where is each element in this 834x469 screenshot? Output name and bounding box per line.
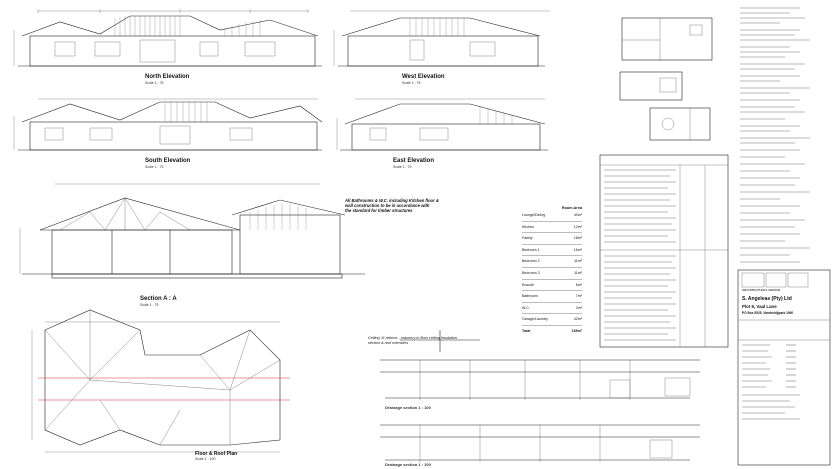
room-area-table: Room Area Lounge/Dining 40m² Kitchen 12m² … [522, 206, 582, 337]
room-area-rows: Lounge/Dining 40m² Kitchen 12m² Family 18m²… [522, 210, 582, 337]
room-name: Kitchen [522, 224, 534, 229]
east-elevation-title: East Elevation [393, 158, 435, 164]
detail-plans-drawing [619, 17, 713, 141]
schedule-table-drawing [599, 154, 729, 348]
north-elevation-scale: Scale 1 : 75 [145, 81, 164, 85]
room-name: Ensuite [522, 282, 534, 287]
floor-roof-plan-scale: Scale 1 : 100 [195, 457, 216, 461]
room-area: 165m² [571, 328, 582, 333]
section-aa-scale: Scale 1 : 75 [140, 303, 159, 307]
east-elevation-scale: Scale 1 : 75 [393, 165, 412, 169]
specification-notes-drawing [740, 7, 810, 263]
south-elevation-drawing [13, 98, 323, 151]
room-name: Total [522, 328, 531, 333]
room-name: Bedroom 1 [522, 247, 540, 252]
table-row: Bedroom 1 16m² [522, 245, 582, 257]
room-name: Bathroom [522, 294, 538, 299]
table-row: Total 165m² [522, 326, 582, 337]
ceiling-note: Ceiling ‘A’ returns - masonry to floor c… [368, 336, 457, 345]
room-area-header: Room Area [561, 206, 582, 210]
north-elevation-title: North Elevation [145, 74, 190, 80]
room-area: 42m² [573, 317, 582, 322]
room-area: 16m² [573, 247, 582, 252]
company-name: S. Angeleas (Pty) Ltd [742, 296, 792, 302]
room-name: Lounge/Dining [522, 213, 546, 217]
room-name: Bedroom 2 [522, 259, 540, 264]
room-area: 2m² [575, 305, 582, 310]
drainage-section-2-title: Drainage section 1 : 100 [385, 462, 431, 467]
west-elevation-scale: Scale 1 : 75 [402, 81, 421, 85]
table-row: Family 18m² [522, 233, 582, 245]
section-aa-drawing [19, 183, 365, 279]
table-row: Bedroom 3 11m² [522, 268, 582, 280]
table-row: W.C. 2m² [522, 303, 582, 315]
section-construction-note: All Bathrooms & W.C. including Kitchen f… [345, 198, 439, 213]
room-area: 40m² [573, 213, 582, 217]
room-area: 11m² [574, 259, 582, 264]
north-elevation-drawing [13, 9, 322, 67]
floor-roof-plan-title: Floor & Roof Plan [195, 451, 238, 457]
table-row: Bedroom 2 11m² [522, 256, 582, 268]
west-elevation-title: West Elevation [402, 74, 445, 80]
south-elevation-title: South Elevation [145, 158, 191, 164]
east-elevation-drawing [336, 98, 548, 151]
room-name: Garage/Laundry [522, 317, 548, 322]
drainage-section-1-title: Drainage section 1 : 100 [385, 405, 431, 410]
company-address-line-2: PO Box 5525, Vanderbijlpark 1900 [742, 311, 794, 315]
logo-caption: ARCHITECTURAL DESIGN [742, 288, 780, 292]
room-area: 6m² [575, 282, 582, 287]
section-aa-title: Section A : A [140, 296, 177, 302]
room-area: 18m² [573, 236, 582, 241]
drainage-section-drawings [380, 330, 700, 462]
table-row: Lounge/Dining 40m² [522, 210, 582, 222]
title-block-frame [737, 269, 831, 466]
room-name: Bedroom 3 [522, 270, 540, 275]
room-name: W.C. [522, 305, 530, 310]
floor-roof-plan-drawing [31, 309, 290, 453]
room-area: 7m² [575, 294, 582, 299]
west-elevation-drawing [333, 10, 550, 67]
table-row: Kitchen 12m² [522, 222, 582, 234]
room-name: Family [522, 236, 533, 241]
table-row: Ensuite 6m² [522, 280, 582, 292]
south-elevation-scale: Scale 1 : 75 [145, 165, 164, 169]
table-row: Garage/Laundry 42m² [522, 314, 582, 326]
room-area: 11m² [574, 270, 582, 275]
room-area: 12m² [573, 224, 582, 229]
company-address-line-1: Plot 6, Vaal Lane [742, 304, 777, 309]
table-row: Bathroom 7m² [522, 291, 582, 303]
